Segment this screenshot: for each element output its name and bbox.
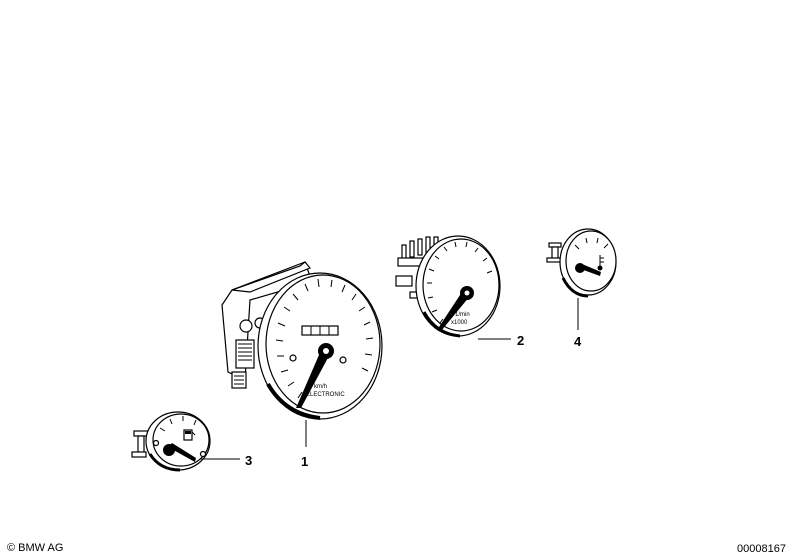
temperature-gauge-ticks bbox=[574, 237, 609, 250]
callout-label-4: 4 bbox=[574, 334, 582, 349]
speedometer-illustration: km/h ELECTRONIC bbox=[221, 261, 383, 420]
callout-label-2: 2 bbox=[517, 333, 524, 348]
temperature-gauge-illustration bbox=[546, 228, 617, 298]
speedometer-connector-pins bbox=[238, 343, 252, 361]
tachometer-scale-text: x1000 bbox=[451, 320, 468, 326]
callout-label-1: 1 bbox=[301, 454, 308, 469]
speedometer-ticks bbox=[275, 278, 374, 399]
fuel-gauge-illustration bbox=[131, 411, 211, 472]
tachometer-illustration: 1/min x1000 bbox=[395, 235, 501, 338]
speedometer-maker-text: ELECTRONIC bbox=[306, 392, 345, 398]
fuel-gauge-ticks bbox=[159, 416, 197, 432]
thermometer-icon bbox=[597, 255, 604, 271]
fuel-pump-icon bbox=[183, 429, 196, 441]
copyright-text: © BMW AG bbox=[7, 542, 63, 554]
tachometer-ticks bbox=[427, 241, 493, 324]
callout-label-3: 3 bbox=[245, 453, 252, 468]
tachometer-unit-text: 1/min bbox=[455, 312, 470, 318]
speedometer-unit-text: km/h bbox=[314, 384, 327, 390]
diagram-number: 00008167 bbox=[737, 543, 786, 555]
